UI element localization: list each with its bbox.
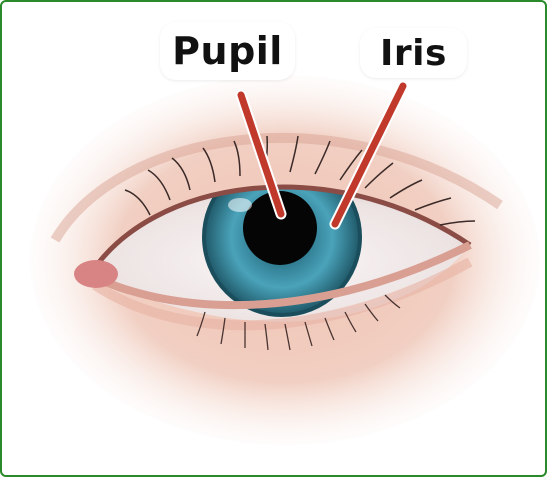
eyelid-crease	[50, 132, 503, 243]
lower-eyelashes	[196, 294, 401, 351]
pupil-label: Pupil	[160, 22, 295, 80]
tear-duct	[74, 260, 118, 288]
upper-lid-line	[87, 184, 472, 277]
lower-lid	[88, 241, 472, 310]
iris-pointer-line	[331, 82, 407, 228]
pupil-shape	[243, 191, 317, 265]
pupil-pointer-line	[237, 91, 285, 218]
upper-eyelashes	[124, 135, 476, 226]
highlight	[228, 198, 252, 212]
iris-label: Iris	[360, 28, 467, 78]
